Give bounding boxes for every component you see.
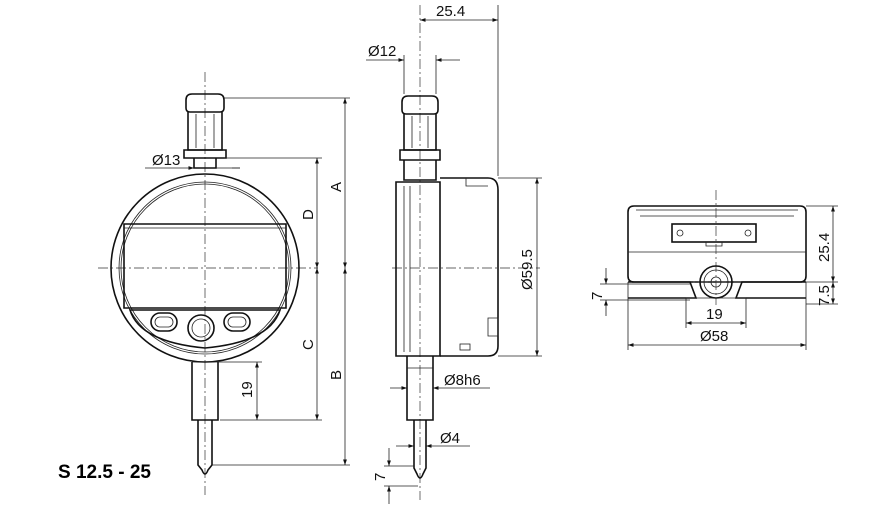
side-dim-7: 7 [372,473,389,481]
front-button-panel [128,309,282,349]
side-contact-tip [413,420,427,479]
top-dim-diameter-58: Ø58 [700,328,728,345]
front-lcd-window [123,223,287,309]
side-dim-diameter-8h6: Ø8h6 [444,372,481,389]
front-dim-a: A [328,182,345,192]
front-right-button [223,312,251,332]
top-housing [627,205,807,283]
top-bracket-plate [671,223,757,243]
side-stem-cap [401,95,439,115]
side-view: 25.4 Ø12 Ø59.5 Ø8h6 Ø4 7 [366,3,542,504]
top-dim-7-5: 7.5 [816,285,833,306]
front-stem-cap [185,93,225,113]
top-dim-19: 19 [706,306,723,323]
top-dim-25-4: 25.4 [816,233,833,262]
side-dim-diameter-4: Ø4 [440,430,460,447]
front-dim-d: D [300,209,317,220]
front-dim-diameter-13: Ø13 [152,152,180,169]
top-view: 25.4 7.5 7 19 Ø58 [589,190,838,350]
front-dim-c: C [300,339,317,350]
side-housing-front [395,181,441,357]
front-center-button [187,314,215,342]
front-lower-stem [191,362,219,421]
top-dim-7: 7 [589,292,606,300]
front-dim-b: B [328,370,345,380]
front-view: Ø13 A D C B 19 [98,72,350,495]
side-dim-diameter-59-5: Ø59.5 [519,249,536,290]
front-contact-tip [197,420,213,475]
model-label: S 12.5 - 25 [58,462,151,483]
side-housing-back [440,177,499,357]
front-dim-19: 19 [239,381,256,398]
side-dim-25-4: 25.4 [436,3,465,20]
front-left-button [150,312,178,332]
side-dim-diameter-12: Ø12 [368,43,396,60]
